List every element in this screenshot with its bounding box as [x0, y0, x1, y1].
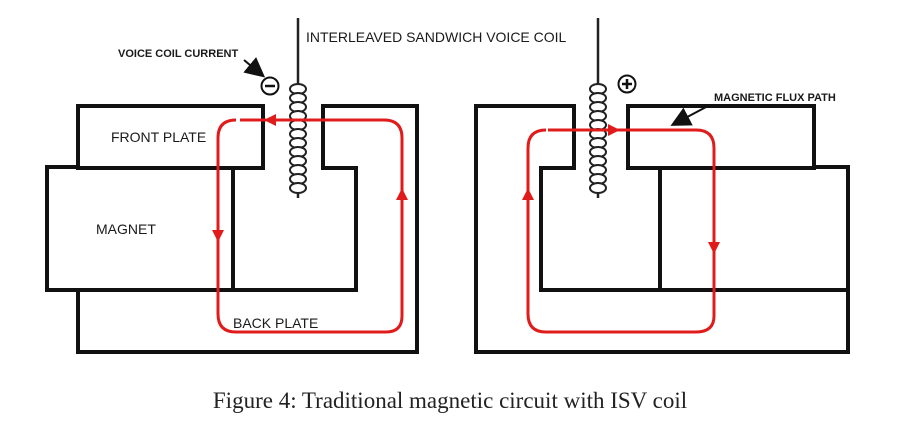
minus-current-icon [260, 76, 280, 96]
left-flux-path [216, 118, 404, 334]
right-flux-arrow-down [708, 242, 720, 254]
left-flux-arrow-up [396, 188, 408, 200]
figure-caption: Figure 4: Traditional magnetic circuit w… [213, 388, 687, 413]
voice-coil-current-pointer [243, 57, 266, 78]
front-plate-label: FRONT PLATE [111, 129, 206, 145]
right-front-plate [626, 104, 816, 170]
plus-current-icon [617, 74, 637, 94]
magnetic-flux-path-label: MAGNETIC FLUX PATH [714, 92, 836, 104]
left-front-plate [76, 104, 265, 170]
right-circuit [474, 18, 850, 354]
right-magnet [658, 165, 850, 292]
voice-coil-current-label: VOICE COIL CURRENT [118, 48, 238, 60]
left-flux-arrow-top [264, 114, 276, 126]
magnet-label: MAGNET [96, 221, 156, 237]
right-flux-path [526, 128, 716, 334]
magnetic-flux-pointer [670, 105, 709, 126]
left-circuit [45, 18, 419, 354]
coil-title-label: INTERLEAVED SANDWICH VOICE COIL [306, 29, 567, 45]
left-flux-arrow-down [212, 230, 224, 242]
right-flux-arrow-up [522, 188, 534, 200]
right-voice-coil [589, 83, 607, 194]
back-plate-label: BACK PLATE [233, 315, 318, 331]
left-magnet [45, 165, 235, 292]
right-flux-arrow-top [608, 124, 620, 136]
left-voice-coil [289, 83, 307, 194]
